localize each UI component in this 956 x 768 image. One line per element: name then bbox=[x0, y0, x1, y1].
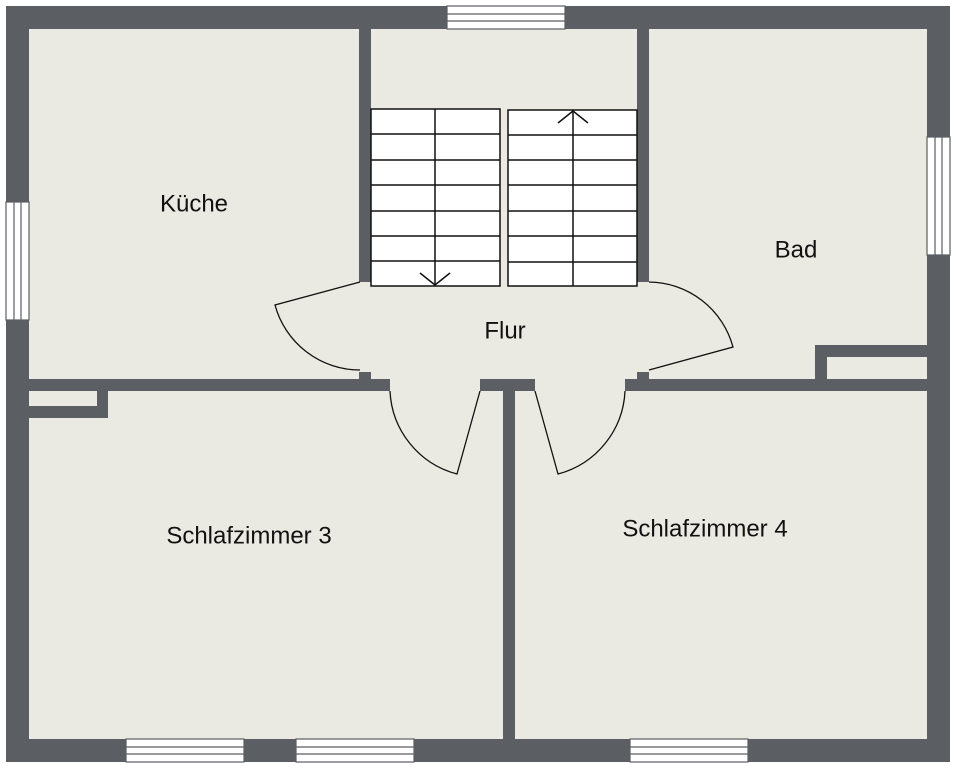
door-bedroom4 bbox=[534, 390, 626, 475]
window-bottom-1 bbox=[125, 738, 245, 763]
interior-walls bbox=[29, 29, 927, 739]
staircase-down bbox=[370, 108, 501, 287]
arrow-down-icon bbox=[419, 272, 451, 286]
window-right bbox=[926, 136, 951, 256]
door-bedroom3 bbox=[389, 390, 481, 475]
room-label-bathroom: Bad bbox=[775, 236, 818, 263]
window-top bbox=[446, 5, 566, 30]
room-label-bedroom3: Schlafzimmer 3 bbox=[166, 522, 331, 549]
door-bathroom bbox=[648, 281, 734, 371]
window-left bbox=[5, 201, 30, 321]
room-label-bedroom4: Schlafzimmer 4 bbox=[622, 515, 787, 542]
staircase-up bbox=[507, 109, 638, 287]
window-bottom-2 bbox=[295, 738, 415, 763]
window-bottom-3 bbox=[629, 738, 749, 763]
windows bbox=[5, 5, 951, 763]
doors bbox=[274, 281, 734, 475]
room-label-hallway: Flur bbox=[484, 317, 525, 344]
door-kitchen bbox=[274, 281, 361, 371]
arrow-up-icon bbox=[557, 110, 589, 124]
room-label-kitchen: Küche bbox=[160, 190, 228, 217]
